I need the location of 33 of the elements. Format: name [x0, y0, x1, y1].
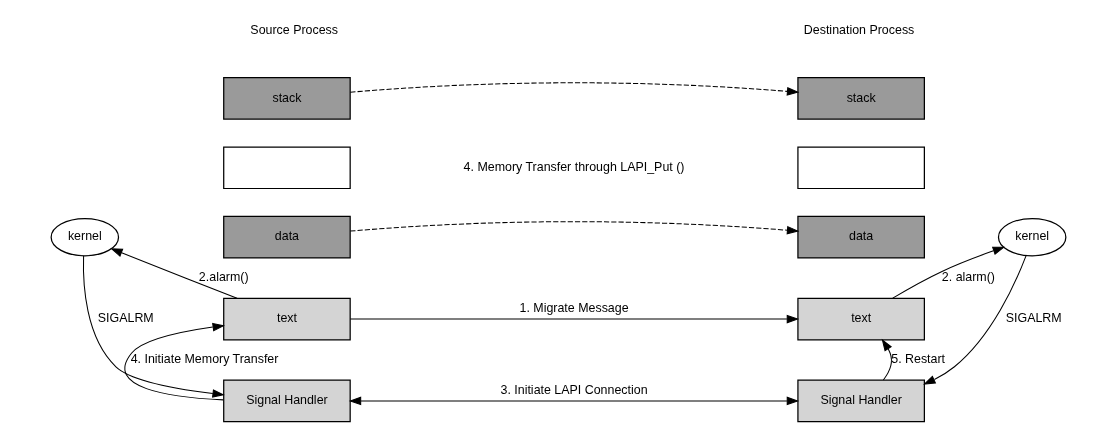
node-box: stack [223, 76, 351, 120]
edge-label: 1. Migrate Message [519, 301, 629, 316]
node-box: Signal Handler [223, 379, 351, 423]
label: Source Process [250, 23, 339, 38]
label: Destination Process [803, 23, 915, 38]
node-box: text [797, 297, 925, 341]
edge-label: 2.alarm() [198, 270, 249, 285]
arrow [892, 246, 1006, 299]
arrow [923, 255, 1027, 385]
arrow [349, 221, 800, 235]
edge-label: SIGALRM [97, 311, 154, 326]
node-box: text [223, 297, 351, 341]
node-ellipse: kernel [997, 217, 1067, 257]
edge-label: 2. alarm() [941, 270, 995, 285]
edge-label: SIGALRM [1005, 311, 1062, 326]
arrow [110, 248, 238, 299]
edge-label: 4. Initiate Memory Transfer [130, 352, 279, 367]
edge-label: 5. Restart [891, 352, 946, 367]
node-box [223, 146, 351, 190]
arrow [348, 396, 800, 406]
node-box: data [797, 215, 925, 259]
node-box: Signal Handler [797, 379, 925, 423]
arrow [124, 322, 225, 401]
arrow [881, 338, 893, 381]
edge-label: 3. Initiate LAPI Connection [500, 383, 648, 398]
arrow [82, 255, 225, 398]
node-box [797, 146, 925, 190]
node-ellipse: kernel [50, 217, 120, 257]
arrow [349, 82, 800, 96]
label: 4. Memory Transfer through LAPI_Put () [463, 159, 685, 174]
node-box: stack [797, 76, 925, 120]
arrow [349, 314, 800, 324]
node-box: data [223, 215, 351, 259]
